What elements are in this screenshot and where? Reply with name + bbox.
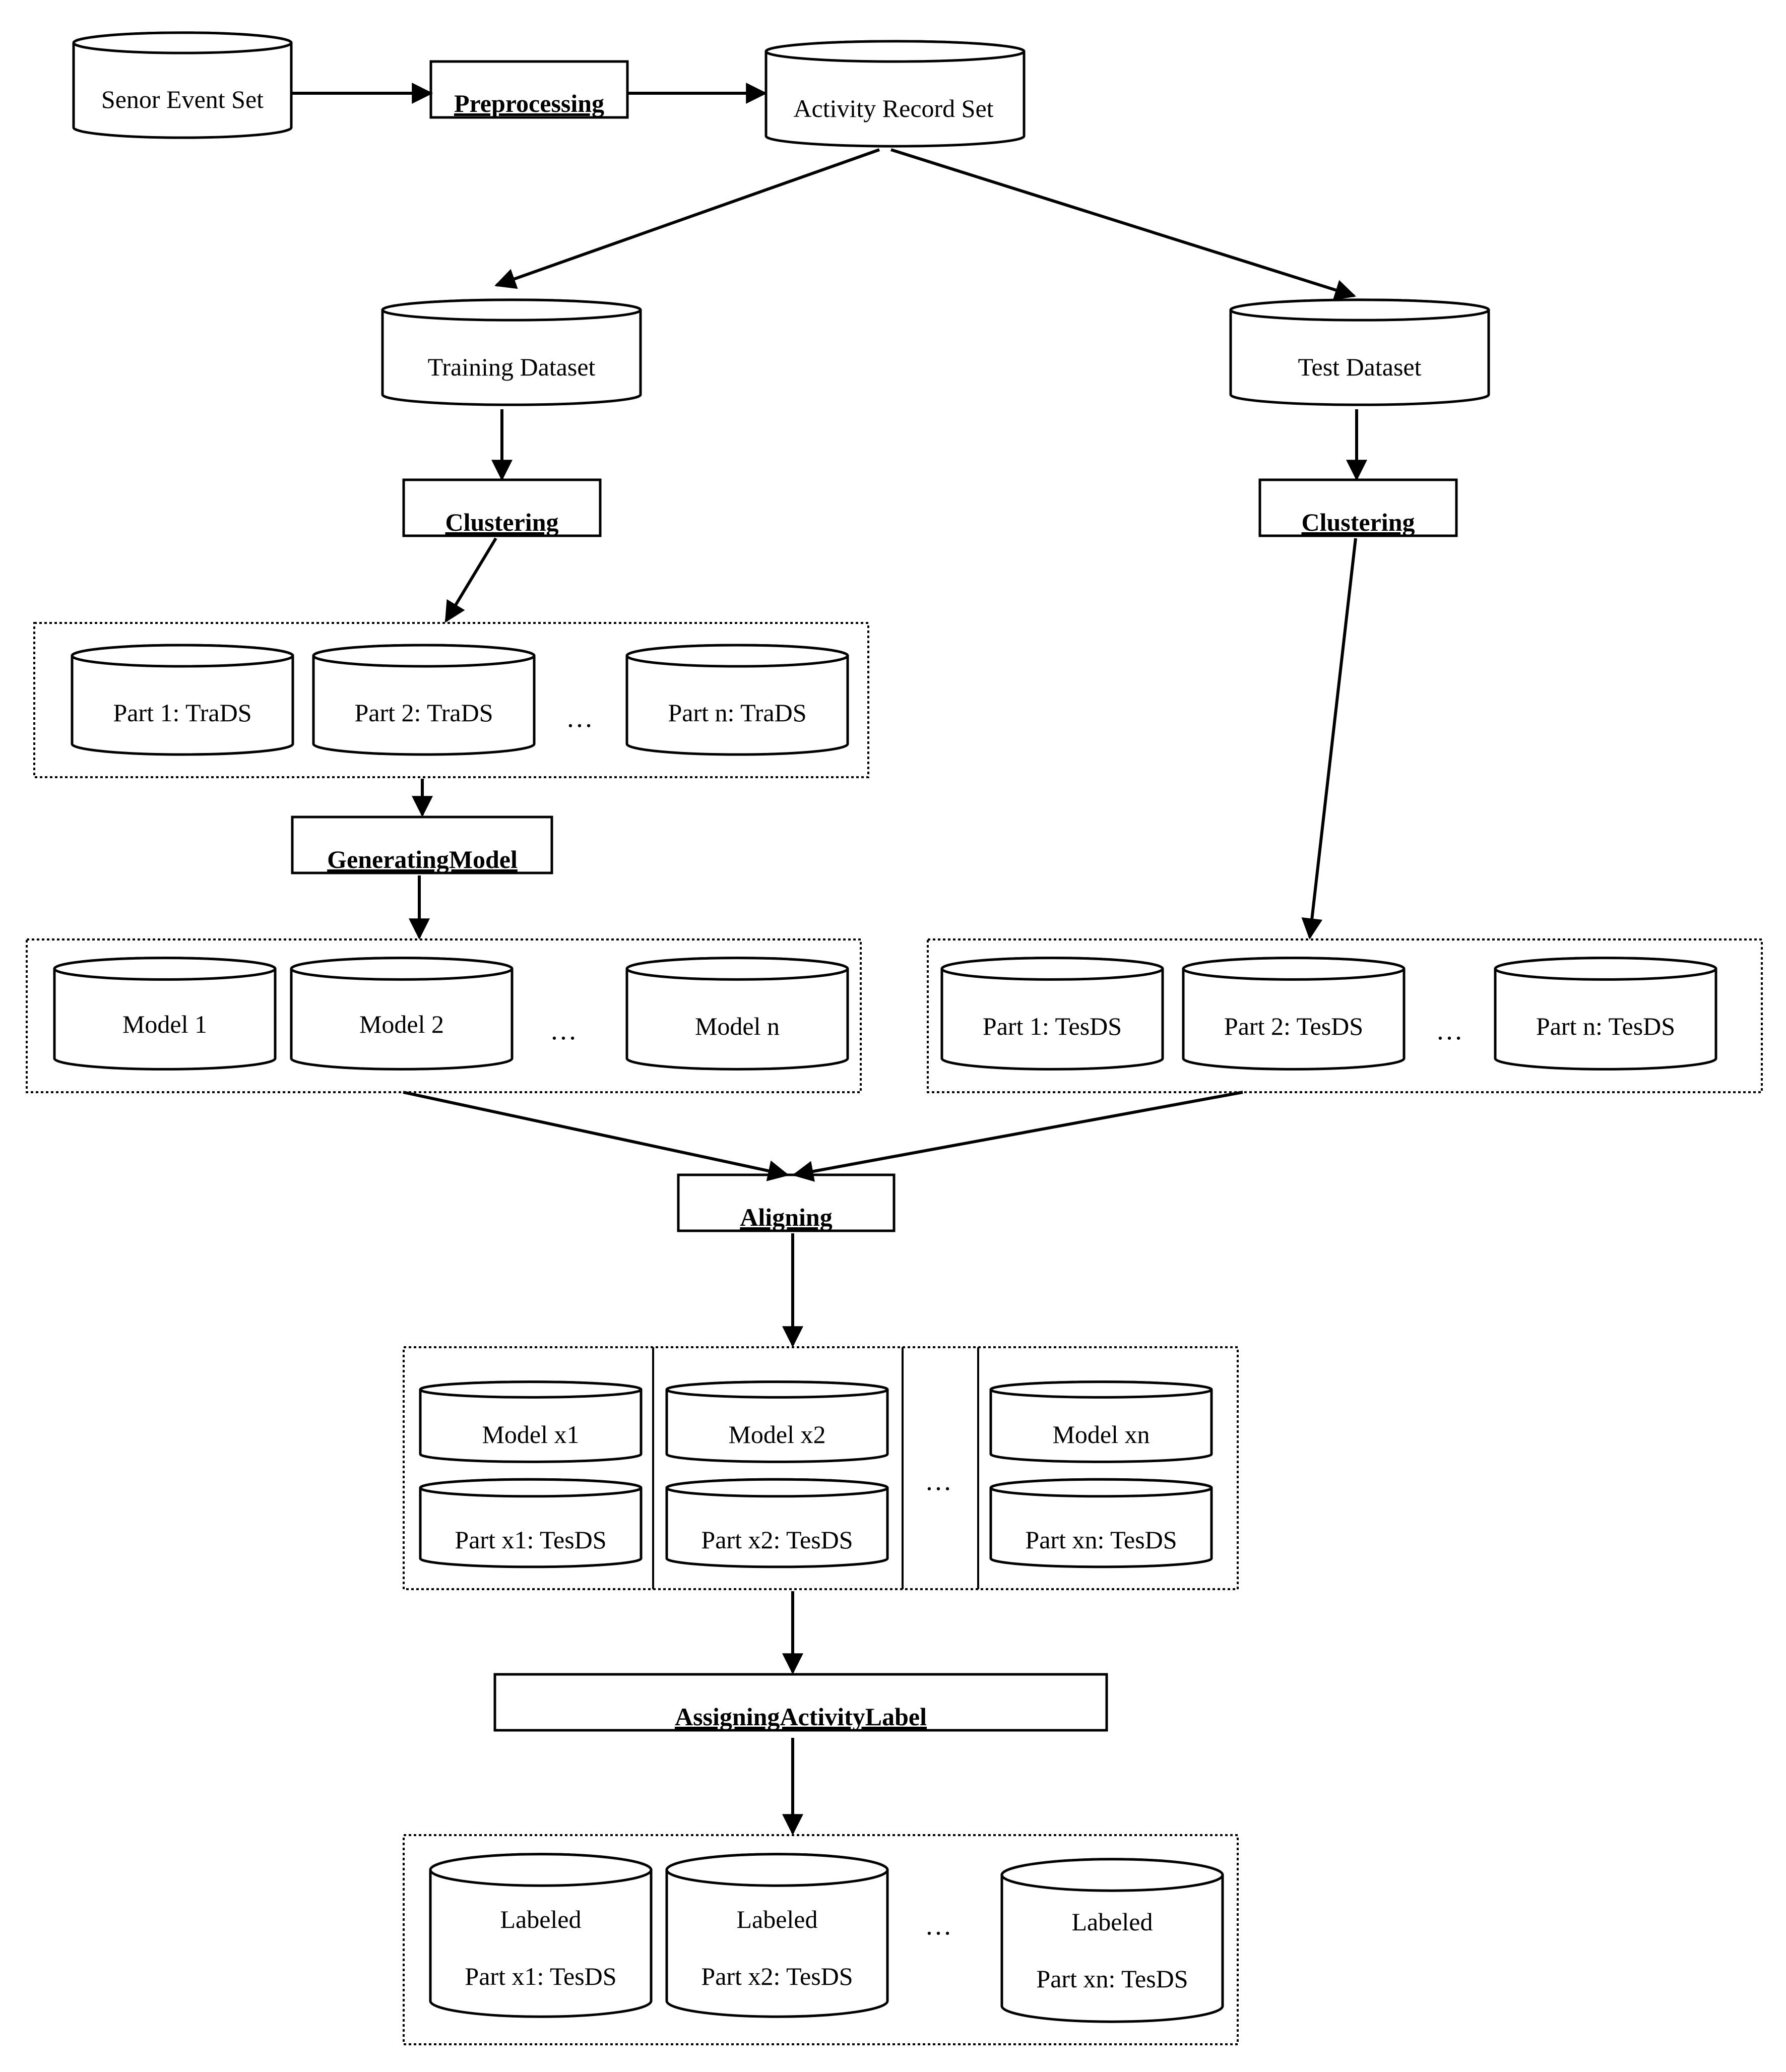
aligning-box	[677, 1173, 896, 1232]
arrow-clustering-to-test-parts	[1301, 538, 1357, 940]
test-part-1-cylinder	[940, 957, 1164, 1071]
aligned-part-x2-cylinder	[665, 1478, 889, 1568]
test-part-n-label: Part n: TesDS	[1536, 1012, 1675, 1040]
activity-record-set-label: Activity Record Set	[793, 94, 993, 122]
labeled-x1-line2: Part x1: TesDS	[465, 1962, 616, 1990]
training-parts-ellipsis: …	[566, 703, 593, 733]
test-part-1-label: Part 1: TesDS	[983, 1012, 1122, 1040]
labeled-parts-group	[403, 1834, 1239, 2045]
aligned-model-x2-label: Model x2	[728, 1420, 825, 1449]
test-part-n-cylinder	[1494, 957, 1717, 1071]
labeled-parts-ellipsis: …	[925, 1910, 952, 1940]
test-part-2-label: Part 2: TesDS	[1224, 1012, 1363, 1040]
model-2-label: Model 2	[359, 1010, 444, 1038]
sensor-event-set-cylinder	[72, 31, 293, 139]
arrow-models-to-aligning	[403, 1091, 790, 1181]
aligned-model-x1-cylinder	[419, 1380, 643, 1463]
aligned-part-x1-cylinder	[419, 1478, 643, 1568]
labeled-xn-cylinder	[1000, 1858, 1224, 2023]
aligning-label: Aligning	[740, 1203, 832, 1231]
training-part-1-label: Part 1: TraDS	[113, 699, 251, 727]
model-2-cylinder	[290, 957, 514, 1071]
clustering-test-box	[1258, 478, 1458, 537]
test-dataset-cylinder	[1229, 298, 1490, 406]
training-dataset-cylinder	[381, 298, 642, 406]
labeled-xn-line2: Part xn: TesDS	[1036, 1965, 1188, 1993]
training-part-n-cylinder	[625, 644, 849, 756]
aligned-model-xn-label: Model xn	[1052, 1420, 1150, 1449]
arrow-clustering-to-training-parts	[444, 537, 497, 623]
training-part-n-label: Part n: TraDS	[668, 699, 806, 727]
assigning-activity-label-label: AssigningActivityLabel	[675, 1703, 927, 1731]
training-part-2-label: Part 2: TraDS	[354, 699, 493, 727]
test-parts-ellipsis: …	[1436, 1015, 1463, 1045]
model-n-cylinder	[625, 957, 849, 1071]
aligned-model-xn-cylinder	[989, 1380, 1213, 1463]
activity-record-set-cylinder	[764, 40, 1026, 148]
model-n-label: Model n	[695, 1012, 780, 1040]
aligned-model-x1-label: Model x1	[482, 1420, 579, 1449]
sensor-event-set-label: Senor Event Set	[101, 85, 264, 113]
model-1-cylinder	[53, 957, 277, 1071]
generating-model-box	[291, 815, 553, 874]
aligned-model-x2-cylinder	[665, 1380, 889, 1463]
aligned-part-x1-label: Part x1: TesDS	[455, 1526, 606, 1554]
labeled-xn-line1: Labeled	[1071, 1908, 1153, 1936]
models-group	[26, 938, 862, 1093]
aligned-part-xn-cylinder	[989, 1478, 1213, 1568]
aligned-pairs-ellipsis: …	[925, 1466, 952, 1496]
preprocessing-label: Preprocessing	[454, 89, 604, 117]
aligned-part-xn-label: Part xn: TesDS	[1025, 1526, 1177, 1554]
clustering-train-label: Clustering	[445, 508, 559, 536]
generating-model-label: GeneratingModel	[327, 845, 518, 873]
model-1-label: Model 1	[122, 1010, 207, 1038]
labeled-x1-line1: Labeled	[500, 1905, 581, 1933]
arrow-activity-to-training	[494, 148, 880, 289]
arrow-activity-to-test	[890, 148, 1357, 300]
test-part-2-cylinder	[1182, 957, 1406, 1071]
aligned-part-x2-label: Part x2: TesDS	[701, 1526, 853, 1554]
training-part-2-cylinder	[312, 644, 536, 756]
arrow-test-parts-to-aligning	[792, 1091, 1243, 1182]
labeled-x2-line1: Labeled	[736, 1905, 817, 1933]
test-dataset-label: Test Dataset	[1298, 353, 1421, 381]
training-part-1-cylinder	[71, 644, 294, 756]
training-dataset-label: Training Dataset	[428, 353, 596, 381]
labeled-x2-line2: Part x2: TesDS	[701, 1962, 853, 1990]
labeled-x1-cylinder	[429, 1853, 653, 2018]
assigning-activity-label-box	[493, 1673, 1108, 1732]
models-ellipsis: …	[550, 1015, 577, 1045]
aligned-pairs-group	[403, 1346, 1239, 1590]
labeled-x2-cylinder	[665, 1853, 889, 2018]
clustering-test-label: Clustering	[1302, 508, 1415, 536]
test-parts-group	[927, 938, 1763, 1093]
